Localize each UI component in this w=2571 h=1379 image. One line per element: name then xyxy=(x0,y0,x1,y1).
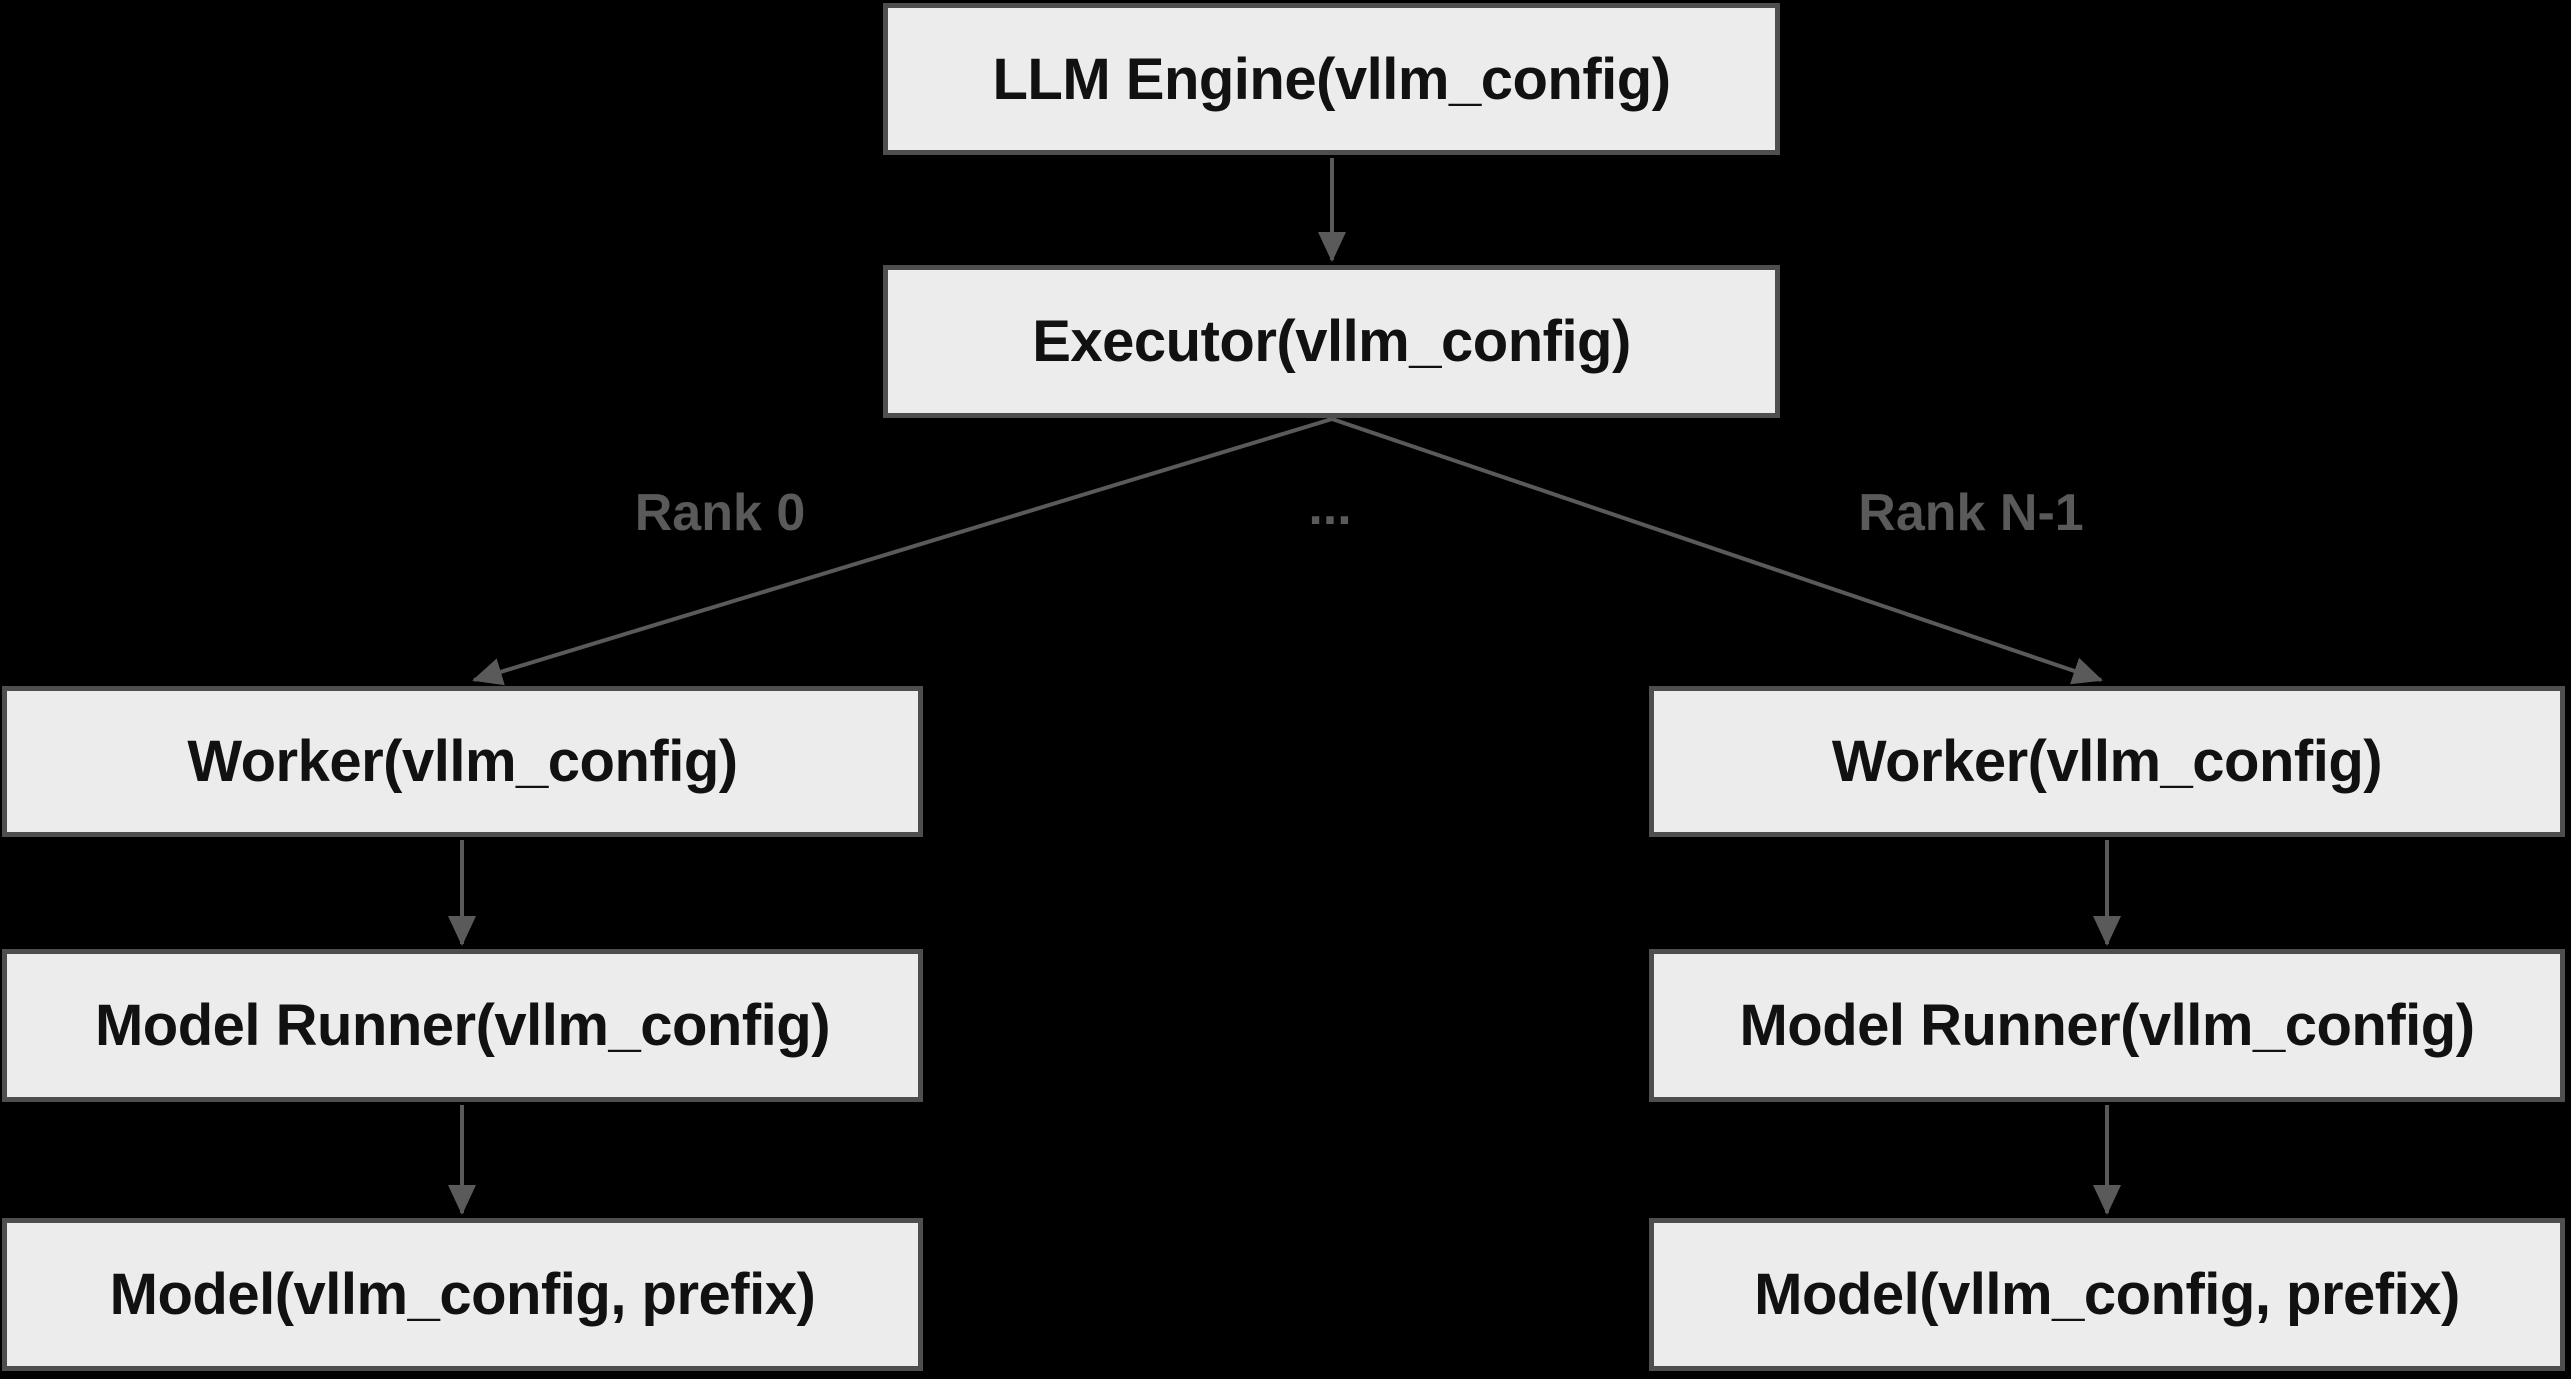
node-model-runner-rank-n-label: Model Runner(vllm_config) xyxy=(1739,993,2475,1058)
node-model-runner-rank-n: Model Runner(vllm_config) xyxy=(1649,949,2565,1102)
edge-label-rank-0: Rank 0 xyxy=(634,484,806,542)
node-worker-rank-n: Worker(vllm_config) xyxy=(1649,686,2565,837)
node-model-runner-rank0-label: Model Runner(vllm_config) xyxy=(94,993,831,1058)
node-llm-engine-label: LLM Engine(vllm_config) xyxy=(992,46,1671,112)
node-model-rank-n: Model(vllm_config, prefix) xyxy=(1649,1218,2565,1371)
edge-executor-to-worker-rank-n xyxy=(1331,417,2103,685)
node-model-rank0-label: Model(vllm_config, prefix) xyxy=(109,1262,816,1327)
node-worker-rank-n-label: Worker(vllm_config) xyxy=(1831,729,2383,794)
edge-executor-to-worker-rank0 xyxy=(472,417,1333,686)
edge-label-rank-n-1: Rank N-1 xyxy=(1858,484,2084,542)
edge-label-ellipsis: ... xyxy=(1308,478,1352,536)
node-llm-engine: LLM Engine(vllm_config) xyxy=(883,3,1780,155)
node-model-rank-n-label: Model(vllm_config, prefix) xyxy=(1754,1262,2460,1327)
node-worker-rank0: Worker(vllm_config) xyxy=(2,686,923,837)
node-model-rank0: Model(vllm_config, prefix) xyxy=(2,1218,923,1371)
node-executor: Executor(vllm_config) xyxy=(883,265,1780,418)
node-model-runner-rank0: Model Runner(vllm_config) xyxy=(2,949,923,1102)
node-worker-rank0-label: Worker(vllm_config) xyxy=(187,729,738,794)
node-executor-label: Executor(vllm_config) xyxy=(1032,309,1631,374)
